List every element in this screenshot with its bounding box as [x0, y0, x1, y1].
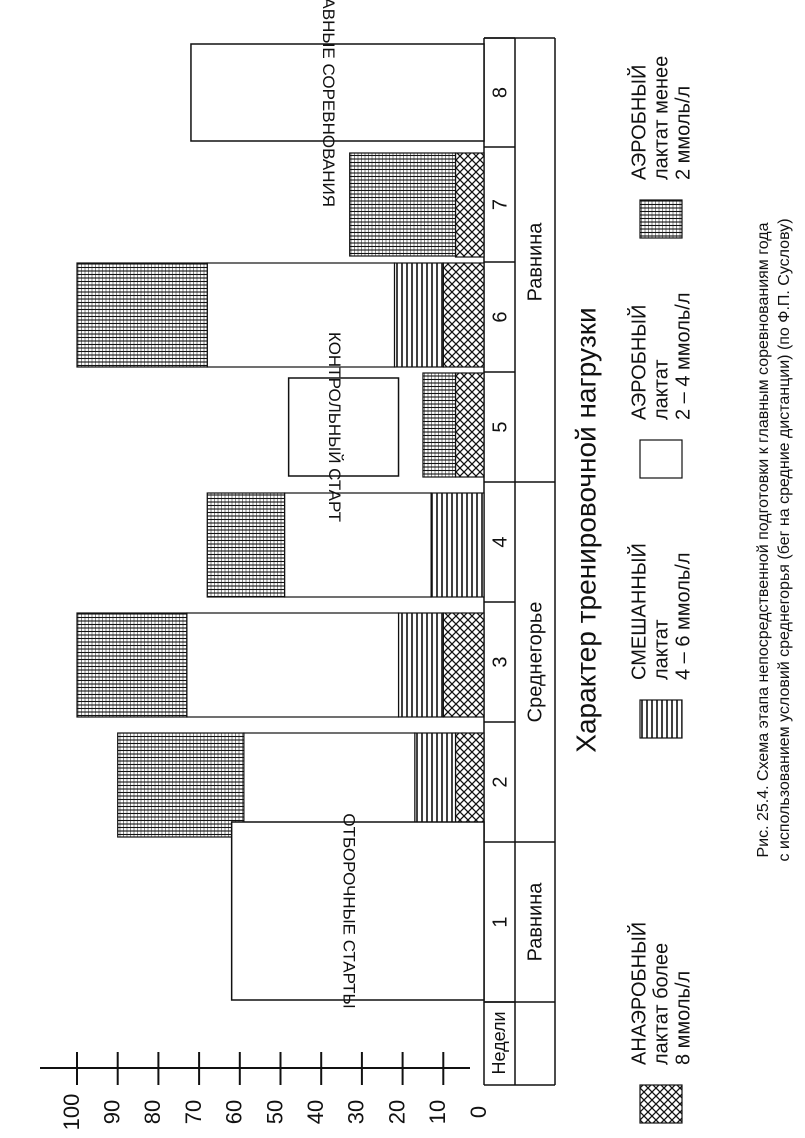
legend-label: лактат — [650, 619, 672, 680]
label-box-text: ОТБОРОЧНЫЕ СТАРТЫ — [339, 813, 358, 1008]
bar-segment-mixed — [397, 612, 444, 718]
legend-label: АЭРОБНЫЙ — [626, 305, 650, 420]
bar-segment-anaerobic — [442, 612, 485, 718]
axis-tick-label: 30 — [344, 1100, 369, 1124]
axis-tick-label: 60 — [222, 1100, 247, 1124]
bar-segment-aerobic_low — [76, 262, 208, 368]
week-number-label: 8 — [489, 87, 511, 98]
bar-segment-anaerobic — [454, 372, 485, 478]
axis-tick-label: 100 — [59, 1094, 84, 1131]
bar-segment-aerobic_low — [206, 492, 286, 598]
axis-tick-label: 40 — [303, 1100, 328, 1124]
week-number-label: 7 — [489, 199, 511, 210]
legend-label: лактат — [650, 359, 672, 420]
legend-swatch-aerobic_mid — [639, 439, 683, 479]
bar-segment-aerobic_low — [117, 732, 245, 838]
legend-swatch-anaerobic — [639, 1084, 683, 1124]
axis-tick-label: 90 — [100, 1100, 125, 1124]
week-number-label: 2 — [489, 776, 511, 787]
phase-label: Равнина — [524, 222, 546, 302]
axis-tick-label: 70 — [181, 1100, 206, 1124]
legend-label: лактат менее — [650, 56, 672, 180]
bar-segment-anaerobic — [454, 152, 485, 258]
bars: ИГРЫ,ПРОГУЛКИОТБОРОЧНЫЕ СТАРТЫКОНТРОЛЬНЫ… — [76, 0, 485, 1009]
axis-tick-label: 50 — [262, 1100, 287, 1124]
label-box — [190, 43, 485, 142]
bar-segment-aerobic_low — [349, 152, 457, 257]
bar-segment-mixed — [393, 262, 444, 368]
legend-swatch-mixed — [639, 699, 683, 739]
axis-tick-label: 0 — [466, 1106, 491, 1118]
axis-tick-label: 10 — [425, 1100, 450, 1124]
legend-label: 8 ммоль/л — [672, 971, 694, 1065]
legend-label: АНАЭРОБНЫЙ — [626, 922, 650, 1065]
bar-segment-aerobic_mid — [283, 492, 432, 598]
bar-segment-aerobic_low — [76, 612, 188, 718]
bar-segment-anaerobic — [454, 732, 485, 838]
label-box — [230, 821, 485, 1001]
label-box-text: ГЛАВНЫЕ СОРЕВНОВАНИЯ — [319, 0, 338, 207]
legend-label: 4 – 6 ммоль/л — [672, 552, 694, 680]
week-number-label: 4 — [489, 536, 511, 547]
axis-tick-label: 20 — [384, 1100, 409, 1124]
value-axis: 0 10 20 30 40 50 60 70 80 90 100 — [40, 1052, 491, 1130]
bar-segment-aerobic_mid — [206, 262, 396, 368]
phase-label: Среднегорье — [524, 602, 546, 723]
legend-label: лактат более — [650, 943, 672, 1065]
bar-segment-aerobic_mid — [186, 612, 400, 718]
bar-segment-mixed — [430, 492, 485, 598]
week-number-label: 3 — [489, 656, 511, 667]
week-number-label: 1 — [489, 916, 511, 927]
caption-line: Рис. 25.4. Схема этапа непосредственной … — [755, 222, 772, 857]
bar-segment-aerobic_low — [422, 372, 457, 478]
label-box-text: КОНТРОЛЬНЫЙ СТАРТ — [325, 332, 344, 522]
legend-label: АЭРОБНЫЙ — [626, 65, 650, 180]
figure-caption: Рис. 25.4. Схема этапа непосредственной … — [755, 218, 793, 861]
caption-line: с использованием условий среднегорья (бе… — [776, 218, 793, 861]
legend-label: СМЕШАННЫЙ — [626, 543, 650, 680]
week-number-label: 6 — [489, 311, 511, 322]
bar-segment-anaerobic — [442, 262, 485, 368]
week-number-label: 5 — [489, 421, 511, 432]
weeks-header-label: Недели — [489, 1011, 509, 1074]
legend-label: 2 – 4 ммоль/л — [672, 292, 694, 420]
legend-swatch-aerobic_low — [639, 199, 683, 239]
phase-label: Равнина — [524, 882, 546, 962]
axis-tick-label: 80 — [140, 1100, 165, 1124]
bar-segment-aerobic_mid — [243, 732, 416, 838]
chart-title-group: Характер тренировочной нагрузки — [570, 307, 601, 752]
chart-title: Характер тренировочной нагрузки — [570, 307, 601, 752]
label-box — [287, 377, 400, 477]
legend-label: 2 ммоль/л — [672, 86, 694, 180]
